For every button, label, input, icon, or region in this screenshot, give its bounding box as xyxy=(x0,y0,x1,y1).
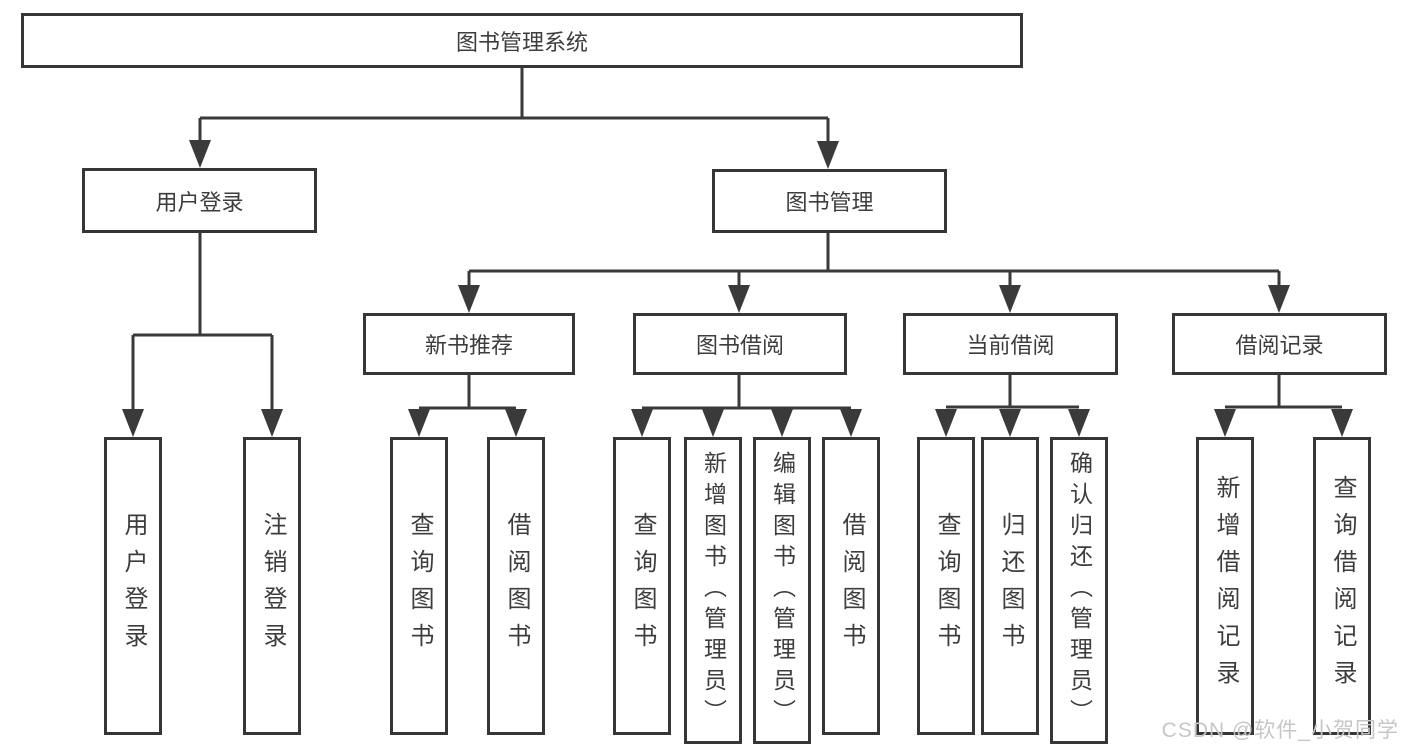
connector-book-mgmt-to-level3 xyxy=(458,233,1290,313)
node-borrowing-records: 借阅记录 xyxy=(1172,313,1387,375)
node-book-borrowing: 图书借阅 xyxy=(633,313,847,375)
leaf-confirm-return-admin-label: 确认归还（管理员） xyxy=(1066,451,1093,730)
node-book-borrowing-label: 图书借阅 xyxy=(695,333,784,358)
leaf-borrow-books-borrowing: 借阅图书 xyxy=(822,437,880,735)
leaf-query-books-recommend-label: 查询图书 xyxy=(406,512,433,660)
node-root-system: 图书管理系统 xyxy=(21,13,1023,68)
leaf-add-book-admin-label: 新增图书（管理员） xyxy=(700,451,727,730)
leaf-borrow-books-recommend: 借阅图书 xyxy=(487,437,545,735)
connector-new-book-to-leaves xyxy=(408,375,527,437)
leaf-edit-book-admin-label: 编辑图书（管理员） xyxy=(769,451,796,730)
leaf-query-books-current-label: 查询图书 xyxy=(933,512,960,660)
connector-borrow-record-to-leaves xyxy=(1214,375,1353,437)
leaf-return-book-label: 归还图书 xyxy=(997,512,1024,660)
connector-book-borrow-to-leaves xyxy=(631,375,862,437)
leaf-add-borrow-record: 新增借阅记录 xyxy=(1196,437,1254,735)
leaf-query-books-borrowing: 查询图书 xyxy=(613,437,671,735)
node-new-book-recommend-label: 新书推荐 xyxy=(424,333,513,358)
leaf-return-book: 归还图书 xyxy=(981,437,1039,735)
leaf-query-borrow-record: 查询借阅记录 xyxy=(1313,437,1371,735)
node-book-management-label: 图书管理 xyxy=(785,190,874,215)
leaf-add-borrow-record-label: 新增借阅记录 xyxy=(1212,475,1239,697)
node-new-book-recommend: 新书推荐 xyxy=(363,313,575,375)
leaf-add-book-admin: 新增图书（管理员） xyxy=(684,437,742,744)
leaf-borrow-books-recommend-label: 借阅图书 xyxy=(503,512,530,660)
leaf-query-borrow-record-label: 查询借阅记录 xyxy=(1329,475,1356,697)
node-root-label: 图书管理系统 xyxy=(455,29,588,55)
leaf-user-login: 用户登录 xyxy=(104,437,162,735)
leaf-edit-book-admin: 编辑图书（管理员） xyxy=(753,437,811,744)
leaf-query-books-recommend: 查询图书 xyxy=(390,437,448,735)
csdn-watermark: CSDN @软件_小贺同学 xyxy=(1161,719,1399,742)
leaf-logout-login: 注销登录 xyxy=(243,437,301,735)
leaf-query-books-borrowing-label: 查询图书 xyxy=(629,512,656,660)
leaf-logout-login-label: 注销登录 xyxy=(259,512,286,660)
node-current-borrowing: 当前借阅 xyxy=(903,313,1118,375)
node-current-borrowing-label: 当前借阅 xyxy=(966,333,1055,358)
leaf-user-login-label: 用户登录 xyxy=(120,512,147,660)
connector-user-login-to-leaves xyxy=(122,233,283,437)
node-user-login: 用户登录 xyxy=(82,168,317,233)
leaf-borrow-books-borrowing-label: 借阅图书 xyxy=(838,512,865,660)
connector-root-to-level2 xyxy=(189,67,839,169)
connector-current-borrow-to-leaves xyxy=(935,375,1090,437)
leaf-confirm-return-admin: 确认归还（管理员） xyxy=(1050,437,1108,744)
node-book-management: 图书管理 xyxy=(712,169,947,233)
node-borrowing-records-label: 借阅记录 xyxy=(1235,333,1324,358)
node-user-login-label: 用户登录 xyxy=(155,189,244,215)
leaf-query-books-current: 查询图书 xyxy=(917,437,975,735)
